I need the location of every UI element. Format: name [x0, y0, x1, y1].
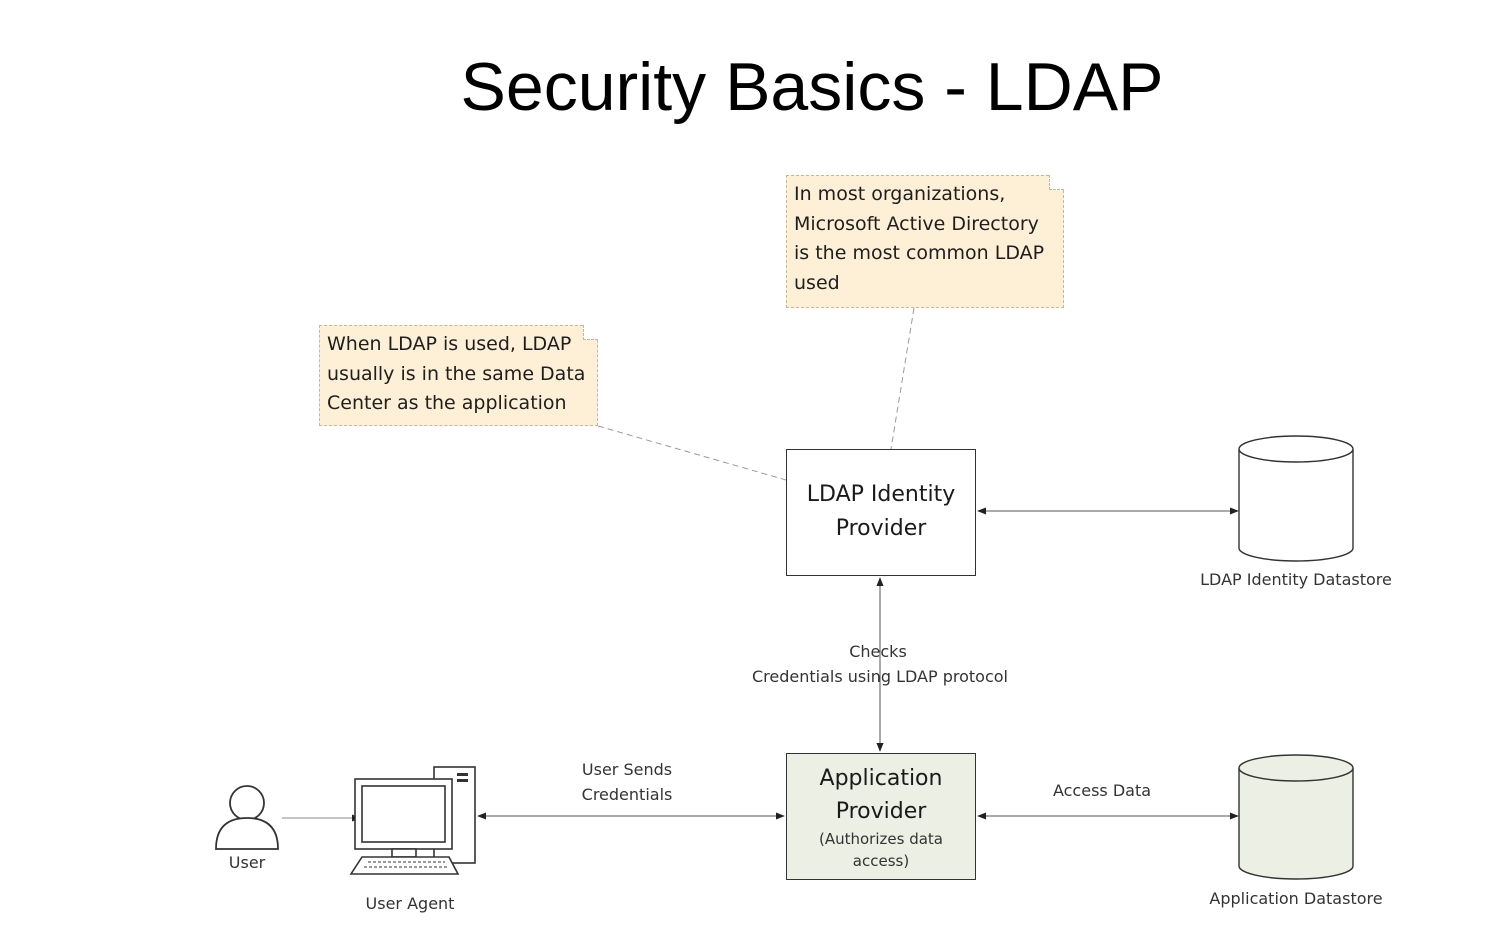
ldap-datastore-label: LDAP Identity Datastore [1200, 570, 1392, 589]
user-agent-label: User Agent [365, 894, 455, 913]
application-provider-sublabel: (Authorizes data access) [819, 830, 943, 870]
diagram-title: Security Basics - LDAP [460, 49, 1164, 125]
ldap-datastore-icon [1238, 435, 1354, 562]
edge-label-ldap-protocol: Credentials using LDAP protocol [752, 667, 1008, 686]
edge-label-checks: Checks [849, 642, 907, 661]
user-icon [215, 785, 279, 850]
note-same-datacenter: When LDAP is used, LDAP usually is in th… [319, 325, 598, 426]
edge-label-credentials: Credentials [581, 785, 673, 804]
app-datastore-label: Application Datastore [1209, 889, 1383, 908]
note-fold-icon [583, 325, 598, 340]
app-datastore-icon [1238, 754, 1354, 880]
note-active-directory: In most organizations, Microsoft Active … [786, 175, 1064, 308]
application-provider: Application Provider (Authorizes data ac… [786, 753, 976, 880]
note-fold-icon [1049, 175, 1064, 190]
note-same-datacenter-text: When LDAP is used, LDAP usually is in th… [327, 333, 586, 414]
user-label: User [228, 853, 266, 872]
application-provider-label: Application Provider [819, 766, 943, 824]
ldap-identity-provider-label: LDAP Identity Provider [806, 482, 956, 541]
note-connector-same-datacenter [597, 425, 787, 481]
ldap-identity-provider: LDAP Identity Provider [786, 449, 976, 576]
edge-label-access-data: Access Data [1052, 781, 1152, 800]
edge-label-user-sends: User Sends [581, 760, 673, 779]
note-active-directory-text: In most organizations, Microsoft Active … [794, 183, 1045, 294]
note-connector-active-directory [890, 307, 915, 450]
computer-icon [349, 766, 476, 875]
